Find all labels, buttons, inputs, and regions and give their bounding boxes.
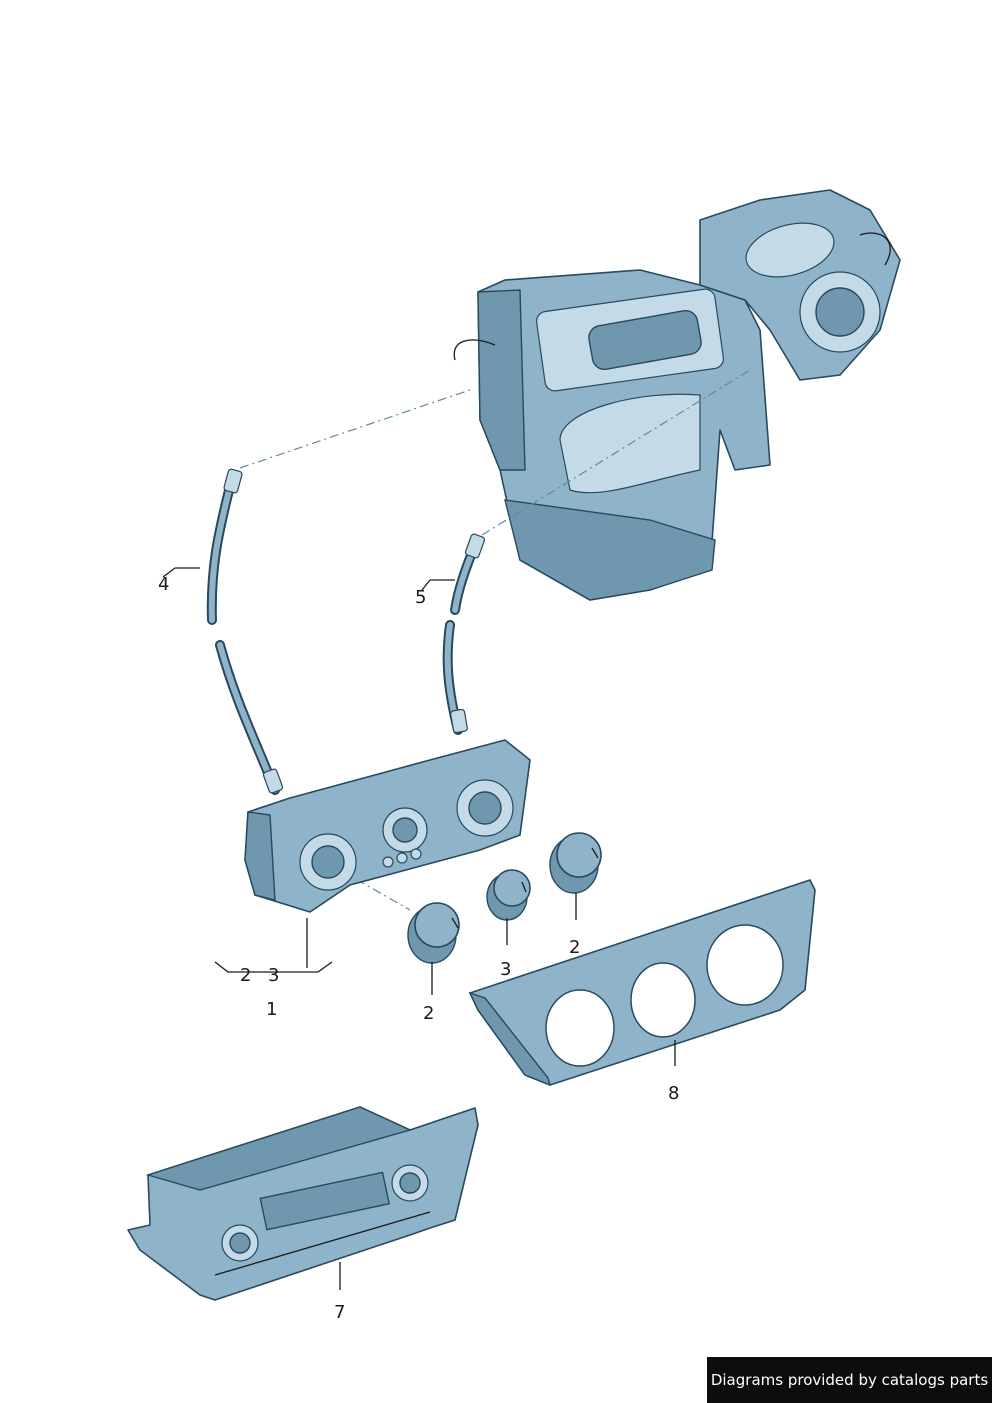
callout-8: 8 [668, 1083, 680, 1104]
callout-2-bracket: 2 [240, 965, 252, 986]
callout-7: 7 [334, 1302, 346, 1323]
control-unit [244, 739, 531, 913]
leader-lines [162, 567, 676, 1290]
cable-link-line-5 [481, 369, 751, 536]
callout-2-knob-right: 2 [569, 937, 581, 958]
callout-3-knob-middle: 3 [500, 959, 512, 980]
climatronic-control-unit [127, 1106, 479, 1301]
cable-link-line-4 [239, 389, 471, 469]
rotary-knob-left [407, 902, 460, 964]
callout-4: 4 [158, 574, 170, 595]
heater-unit [453, 189, 901, 601]
bowden-cable-5 [442, 533, 486, 735]
rotary-knob-middle [486, 869, 531, 921]
callout-1: 1 [266, 999, 278, 1020]
callout-3-bracket: 3 [268, 965, 280, 986]
trim-panel [468, 879, 816, 1087]
callout-5: 5 [415, 587, 427, 608]
rotary-knob-right [549, 832, 602, 894]
footer-credit: Diagrams provided by catalogs parts [707, 1357, 992, 1403]
callout-2-knob-left: 2 [423, 1003, 435, 1024]
bowden-cable-4 [206, 468, 284, 795]
